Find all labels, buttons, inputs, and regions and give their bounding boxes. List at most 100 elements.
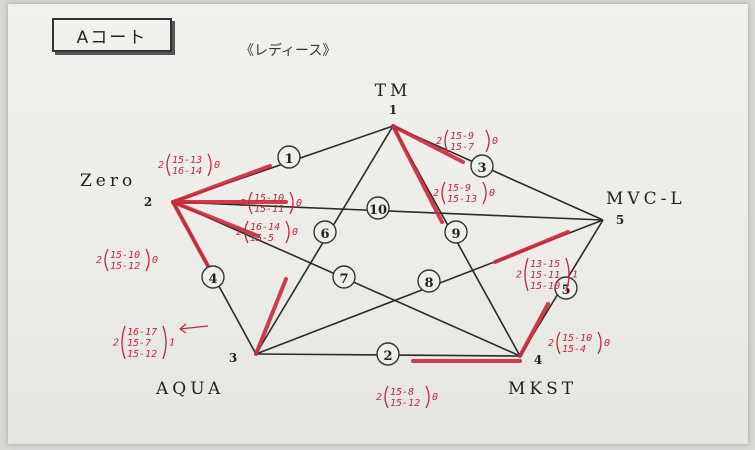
score-bracket-right [425,385,430,409]
score-bracket-left [384,385,389,409]
score-bracket-left [556,331,561,355]
match-label: 10 [369,203,387,218]
match-label: 9 [451,227,460,242]
score-bracket-right [207,153,212,177]
score-bracket-left [524,257,529,292]
score-annotation: 2 15-915-13 0 [433,181,495,205]
score-sets-lost: 0 [214,160,220,171]
score-sets-lost: 1 [572,270,578,281]
score-game: 15-12 [110,261,140,272]
team-number: 3 [229,351,237,365]
score-game: 15-13 [447,194,477,205]
score-bracket-right [145,248,150,272]
score-bracket-right [289,191,294,215]
score-sets-lost: 0 [489,188,495,199]
score-bracket-right [485,129,490,153]
match-circle [376,342,400,366]
score-sets-lost: 0 [492,136,498,147]
score-sets-won: 2 [548,338,554,349]
score-sets-won: 2 [376,392,382,403]
match-label: 6 [320,227,329,242]
team-name: TM [375,81,412,101]
score-sets-lost: 0 [604,338,610,349]
score-annotation: 2 15-915-7 0 [436,129,498,153]
score-sets-lost: 0 [152,255,158,266]
score-game: 16-14 [250,222,280,233]
score-bracket-right [597,331,602,355]
score-bracket-left [244,220,249,244]
score-game: 15-10 [562,333,592,344]
score-game: 15-7 [450,142,474,153]
match-circle [470,154,494,178]
score-game: 15-13 [172,155,202,166]
score-bracket-left [441,181,446,205]
match-label: 3 [477,161,486,176]
match-circle [554,276,578,300]
match-label: 8 [424,276,433,291]
score-bracket-right [162,325,167,360]
team-number: 1 [389,103,397,117]
score-bracket-right [482,181,487,205]
match-circle [332,265,356,289]
score-bracket-left [121,325,126,360]
score-sets-won: 2 [96,255,102,266]
win-highlight [171,200,260,238]
score-game: 15-11 [254,204,284,215]
arrow-icon [179,323,209,334]
score-game: 15-12 [127,349,157,360]
score-game: 15-4 [562,344,586,355]
match-circle [313,220,337,244]
score-sets-won: 2 [433,188,439,199]
score-game: 15-11 [530,270,560,281]
match-circle [277,145,301,169]
win-highlight [171,200,210,268]
team-name: AQUA [155,379,224,399]
match-label: 2 [383,349,392,364]
team-number: 5 [616,213,624,227]
win-highlight [391,124,444,224]
win-highlight [254,277,288,356]
win-highlight [518,302,550,358]
team-number: 4 [534,353,542,367]
match-circle [417,269,441,293]
score-game: 15-9 [447,183,471,194]
match-label: 1 [284,152,293,167]
score-bracket-right [565,257,570,292]
team-name: Zero [80,171,136,191]
score-sets-won: 2 [113,338,119,349]
win-highlight [391,124,465,164]
score-game: 16-14 [172,166,202,177]
score-game: 15-10 [530,281,560,292]
score-game: 15-10 [110,250,140,261]
score-sets-lost: 1 [169,338,175,349]
score-game: 15-8 [390,387,414,398]
score-bracket-right [285,220,290,244]
score-sets-lost: 0 [296,198,302,209]
score-bracket-left [248,191,253,215]
score-sets-won: 2 [158,160,164,171]
match-circle [201,265,225,289]
match-label: 7 [339,272,348,287]
win-highlight [171,164,272,204]
match-line [392,125,604,221]
match-circle [444,220,468,244]
match-circle [366,196,390,220]
match-label: 4 [208,272,217,287]
score-game: 15-12 [390,398,420,409]
score-game: 15-7 [127,338,151,349]
score-sets-won: 2 [436,136,442,147]
score-game: 15-9 [450,131,474,142]
team-name: MKST [508,379,577,399]
score-sets-won: 2 [240,198,246,209]
score-game: 13-15 [530,259,560,270]
score-bracket-left [104,248,109,272]
score-game: 16-17 [127,327,157,338]
score-bracket-left [166,153,171,177]
